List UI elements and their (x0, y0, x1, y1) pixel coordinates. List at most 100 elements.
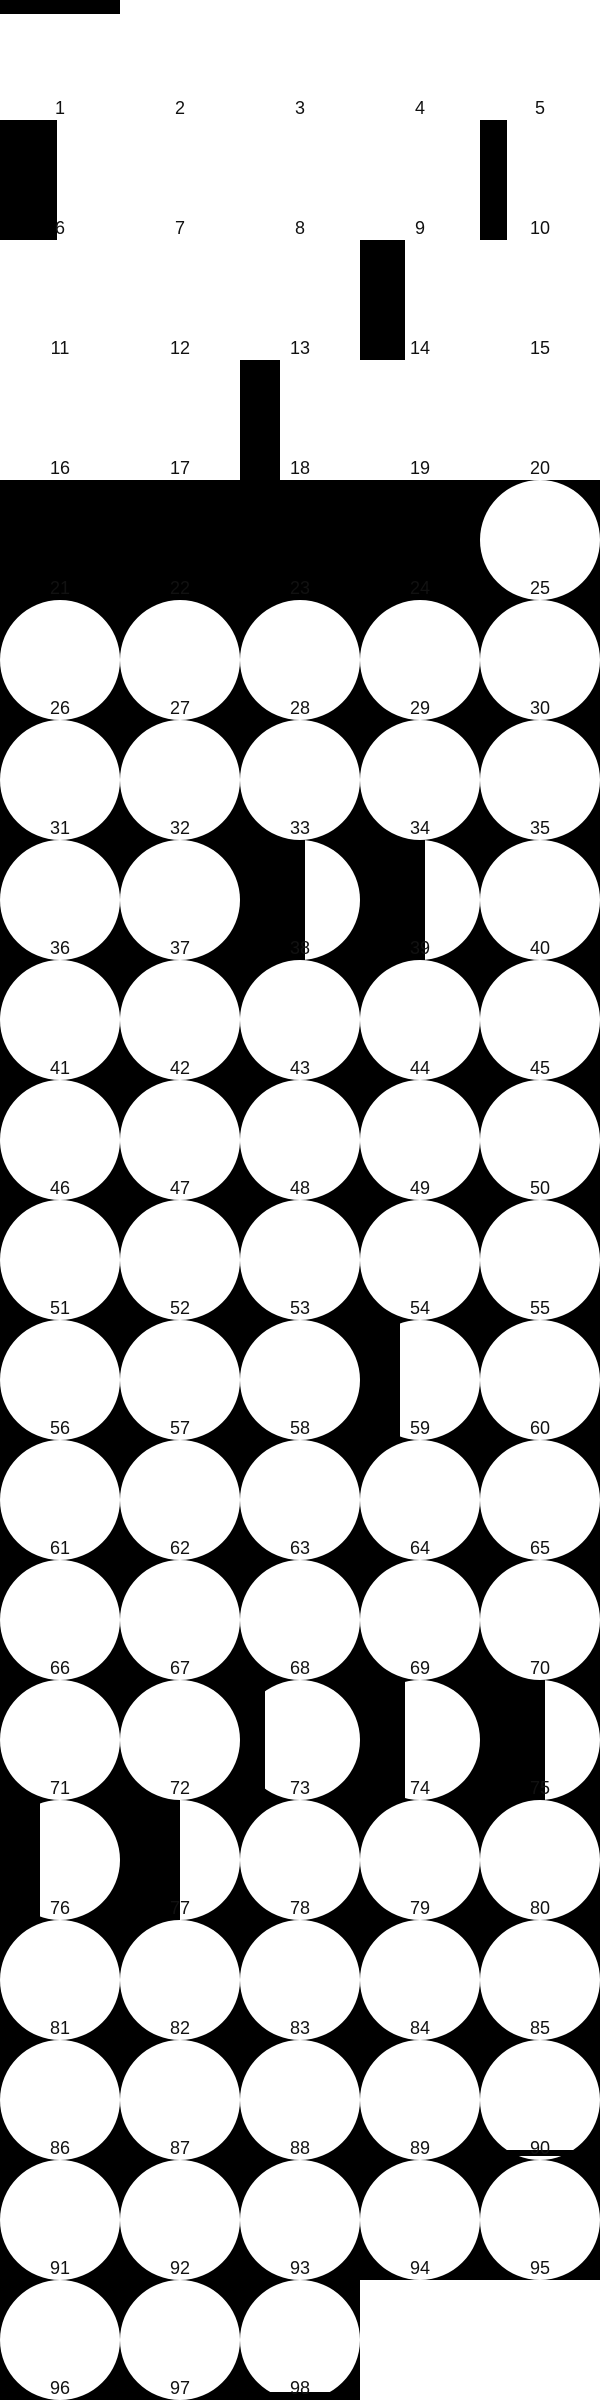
cell-number: 7 (174, 218, 185, 238)
cell-number: 70 (529, 1658, 551, 1678)
cell-number: 4 (414, 98, 425, 118)
cell-number: 43 (289, 1058, 311, 1078)
cell-number: 12 (169, 338, 191, 358)
cell-number: 31 (49, 818, 71, 838)
cell-number: 48 (289, 1178, 311, 1198)
cell-number: 82 (169, 2018, 191, 2038)
cell-number: 56 (49, 1418, 71, 1438)
cell-number: 55 (529, 1298, 551, 1318)
cell-number: 84 (409, 2018, 431, 2038)
cell-number: 30 (529, 698, 551, 718)
cell-number: 97 (169, 2378, 191, 2398)
cell-number: 95 (529, 2258, 551, 2278)
cell-number: 15 (529, 338, 551, 358)
cell-number: 62 (169, 1538, 191, 1558)
cell-number: 63 (289, 1538, 311, 1558)
cell-number: 69 (409, 1658, 431, 1678)
cell-number: 89 (409, 2138, 431, 2158)
cell-number: 67 (169, 1658, 191, 1678)
cell-number: 61 (49, 1538, 71, 1558)
cell-number: 27 (169, 698, 191, 718)
cell-number: 1 (54, 98, 65, 118)
cell-number: 65 (529, 1538, 551, 1558)
cell-number: 36 (49, 938, 71, 958)
cell-number: 46 (49, 1178, 71, 1198)
cell-number: 88 (289, 2138, 311, 2158)
cell-number: 6 (54, 218, 65, 238)
cell-number: 49 (409, 1178, 431, 1198)
cell-number: 8 (294, 218, 305, 238)
cell-number: 39 (409, 938, 431, 958)
cell-number: 66 (49, 1658, 71, 1678)
cell-number: 68 (289, 1658, 311, 1678)
cell-number: 32 (169, 818, 191, 838)
cell-number: 77 (169, 1898, 191, 1918)
cell-number: 45 (529, 1058, 551, 1078)
cell-number: 93 (289, 2258, 311, 2278)
cell-number: 9 (414, 218, 425, 238)
cell-number: 17 (169, 458, 191, 478)
cell-number: 33 (289, 818, 311, 838)
cell-number: 2 (174, 98, 185, 118)
cell-number: 59 (409, 1418, 431, 1438)
cell-number: 75 (529, 1778, 551, 1798)
cell-number: 81 (49, 2018, 71, 2038)
cell-number: 90 (529, 2138, 551, 2158)
cell-number: 60 (529, 1418, 551, 1438)
cell-number: 22 (169, 578, 191, 598)
cell-number: 16 (49, 458, 71, 478)
cell-number: 14 (409, 338, 431, 358)
cell-number: 44 (409, 1058, 431, 1078)
cell-number: 47 (169, 1178, 191, 1198)
cell-number: 57 (169, 1418, 191, 1438)
cell-number: 80 (529, 1898, 551, 1918)
cell-number: 37 (169, 938, 191, 958)
cell-number: 29 (409, 698, 431, 718)
cell-number: 20 (529, 458, 551, 478)
cell-number: 51 (49, 1298, 71, 1318)
cell-number: 72 (169, 1778, 191, 1798)
cell-number: 92 (169, 2258, 191, 2278)
cell-number: 79 (409, 1898, 431, 1918)
cell-number: 78 (289, 1898, 311, 1918)
cell-number: 91 (49, 2258, 71, 2278)
cell-number: 52 (169, 1298, 191, 1318)
cell-number: 5 (534, 98, 545, 118)
cell-number: 83 (289, 2018, 311, 2038)
cell-number: 98 (289, 2378, 311, 2398)
cell-number: 11 (50, 338, 70, 358)
cell-number: 85 (529, 2018, 551, 2038)
cell-number: 94 (409, 2258, 431, 2278)
cell-number: 26 (49, 698, 71, 718)
cell-number: 87 (169, 2138, 191, 2158)
cell-number: 96 (49, 2378, 71, 2398)
cell-number: 53 (289, 1298, 311, 1318)
cell-number: 34 (409, 818, 431, 838)
cell-number: 24 (409, 578, 431, 598)
cell-number: 71 (49, 1778, 71, 1798)
cell-number: 28 (289, 698, 311, 718)
cell-number: 76 (49, 1898, 71, 1918)
cell-number: 13 (289, 338, 311, 358)
cell-number: 35 (529, 818, 551, 838)
cell-number: 3 (294, 98, 305, 118)
cell-number: 19 (409, 458, 431, 478)
cell-number: 40 (529, 938, 551, 958)
cell-number: 10 (529, 218, 551, 238)
cell-number: 25 (529, 578, 551, 598)
cell-number: 41 (49, 1058, 71, 1078)
cell-number: 54 (409, 1298, 431, 1318)
cell-number: 86 (49, 2138, 71, 2158)
cell-number: 58 (289, 1418, 311, 1438)
cell-number: 38 (289, 938, 311, 958)
cell-number: 73 (289, 1778, 311, 1798)
cell-number: 21 (49, 578, 71, 598)
cell-number: 42 (169, 1058, 191, 1078)
cell-number: 50 (529, 1178, 551, 1198)
cell-number: 18 (289, 458, 311, 478)
cell-number: 23 (289, 578, 311, 598)
cell-number: 64 (409, 1538, 431, 1558)
